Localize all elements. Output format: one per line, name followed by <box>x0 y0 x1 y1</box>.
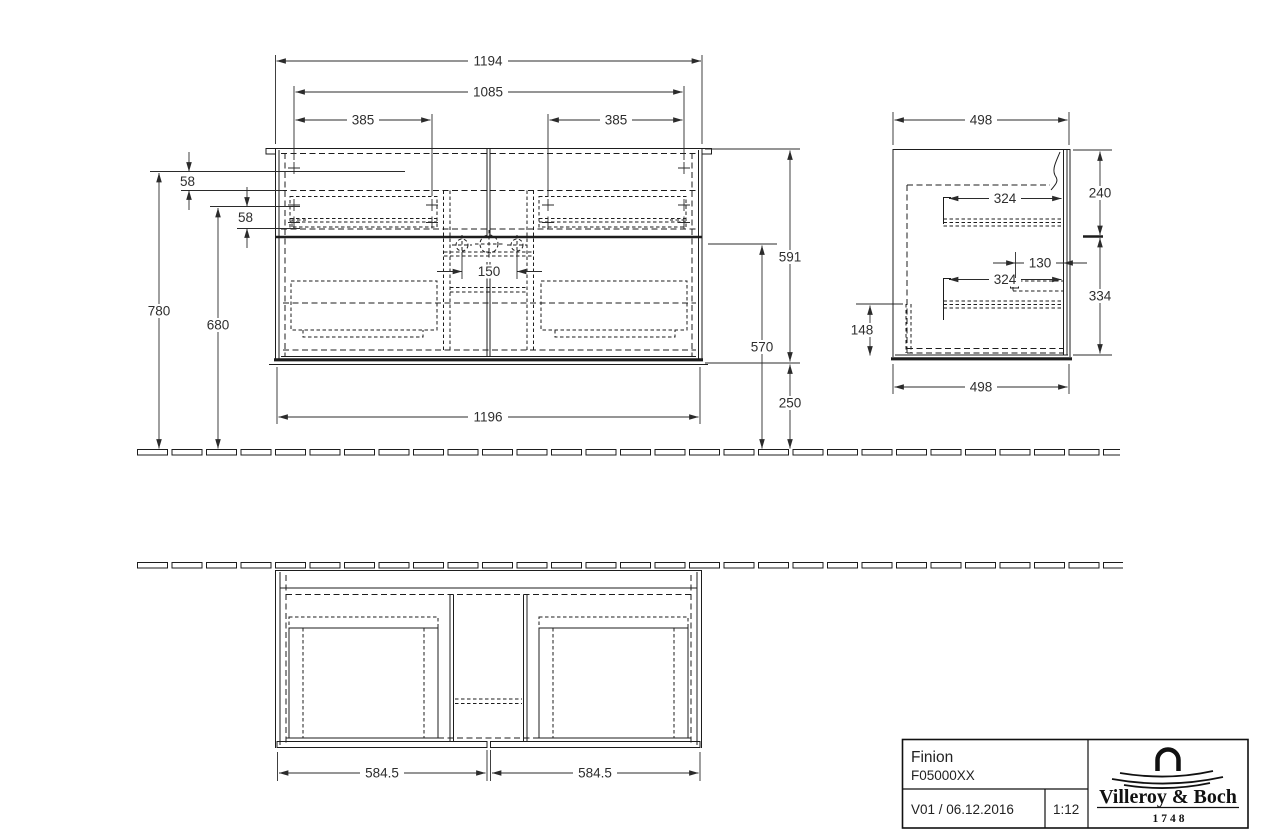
svg-text:148: 148 <box>851 323 874 338</box>
svg-text:1196: 1196 <box>473 410 502 425</box>
article-number-label: F05000XX <box>911 768 975 783</box>
floor-hatch-lower <box>137 562 1123 570</box>
dim-front-total-width: 1194 <box>468 54 508 69</box>
dim-front-top-offset: 58 <box>176 174 199 189</box>
svg-text:150: 150 <box>478 264 501 279</box>
scale-label: 1:12 <box>1053 802 1079 817</box>
svg-text:584.5: 584.5 <box>578 766 612 781</box>
brand-logo: Villeroy & Boch 1748 <box>1097 747 1239 825</box>
svg-text:334: 334 <box>1089 289 1112 304</box>
dim-side-depth-top: 498 <box>965 113 997 128</box>
svg-text:591: 591 <box>779 250 802 265</box>
dim-front-underside-height: 570 <box>747 340 777 355</box>
side-view: 498 324 324 130 240 <box>847 112 1115 395</box>
dim-front-drawer-width-right: 385 <box>600 113 632 128</box>
svg-text:584.5: 584.5 <box>365 766 399 781</box>
floor-hatch-upper <box>137 449 1120 457</box>
dim-side-inner-clearance: 130 <box>1024 256 1056 271</box>
dim-side-upper-height: 240 <box>1085 186 1115 201</box>
dim-front-height-floor: 780 <box>144 304 174 319</box>
svg-text:385: 385 <box>352 113 375 128</box>
product-line-label: Finion <box>911 749 953 766</box>
title-block: Finion F05000XX V01 / 06.12.2016 1:12 Vi… <box>901 738 1249 829</box>
dim-front-inner-width: 1085 <box>468 85 508 100</box>
svg-text:58: 58 <box>180 174 195 189</box>
svg-text:324: 324 <box>994 191 1017 206</box>
dim-front-floor-clearance: 250 <box>775 396 805 411</box>
dim-plan-front-width-left: 584.5 <box>360 766 404 781</box>
brand-name-label: Villeroy & Boch <box>1099 786 1237 808</box>
dim-side-recess-height: 148 <box>847 323 877 338</box>
dim-front-second-offset: 58 <box>234 210 257 225</box>
svg-text:240: 240 <box>1089 186 1112 201</box>
svg-text:570: 570 <box>751 340 774 355</box>
dim-side-lower-height: 334 <box>1085 289 1115 304</box>
dim-front-height-inner: 680 <box>203 318 233 333</box>
front-view: 1194 1085 385 385 58 58 <box>144 54 805 449</box>
dim-front-bottom-width: 1196 <box>468 410 508 425</box>
dim-front-cabinet-height: 591 <box>775 250 805 265</box>
svg-text:498: 498 <box>970 113 993 128</box>
revision-date-label: V01 / 06.12.2016 <box>911 802 1014 817</box>
svg-text:130: 130 <box>1029 256 1052 271</box>
fountain-icon <box>1111 747 1224 789</box>
dim-front-drawer-width-left: 385 <box>347 113 379 128</box>
svg-text:680: 680 <box>207 318 230 333</box>
svg-text:1194: 1194 <box>473 54 503 69</box>
dim-plan-front-width-right: 584.5 <box>573 766 617 781</box>
svg-text:250: 250 <box>779 396 802 411</box>
fitting-marks <box>288 162 690 229</box>
svg-text:324: 324 <box>994 272 1017 287</box>
dim-side-drawer-depth-upper: 324 <box>989 191 1021 206</box>
svg-text:1085: 1085 <box>473 85 503 100</box>
dim-side-drawer-depth-lower: 324 <box>989 272 1021 287</box>
brand-year-label: 1748 <box>1153 813 1188 825</box>
tap-hole-marks <box>452 230 527 258</box>
dim-side-depth-bottom: 498 <box>965 380 997 395</box>
svg-text:780: 780 <box>148 304 171 319</box>
svg-text:58: 58 <box>238 210 253 225</box>
svg-text:498: 498 <box>970 380 993 395</box>
dim-front-tap-hole-spacing: 150 <box>473 264 505 279</box>
svg-text:385: 385 <box>605 113 628 128</box>
plan-view: 584.5 584.5 <box>275 570 702 781</box>
